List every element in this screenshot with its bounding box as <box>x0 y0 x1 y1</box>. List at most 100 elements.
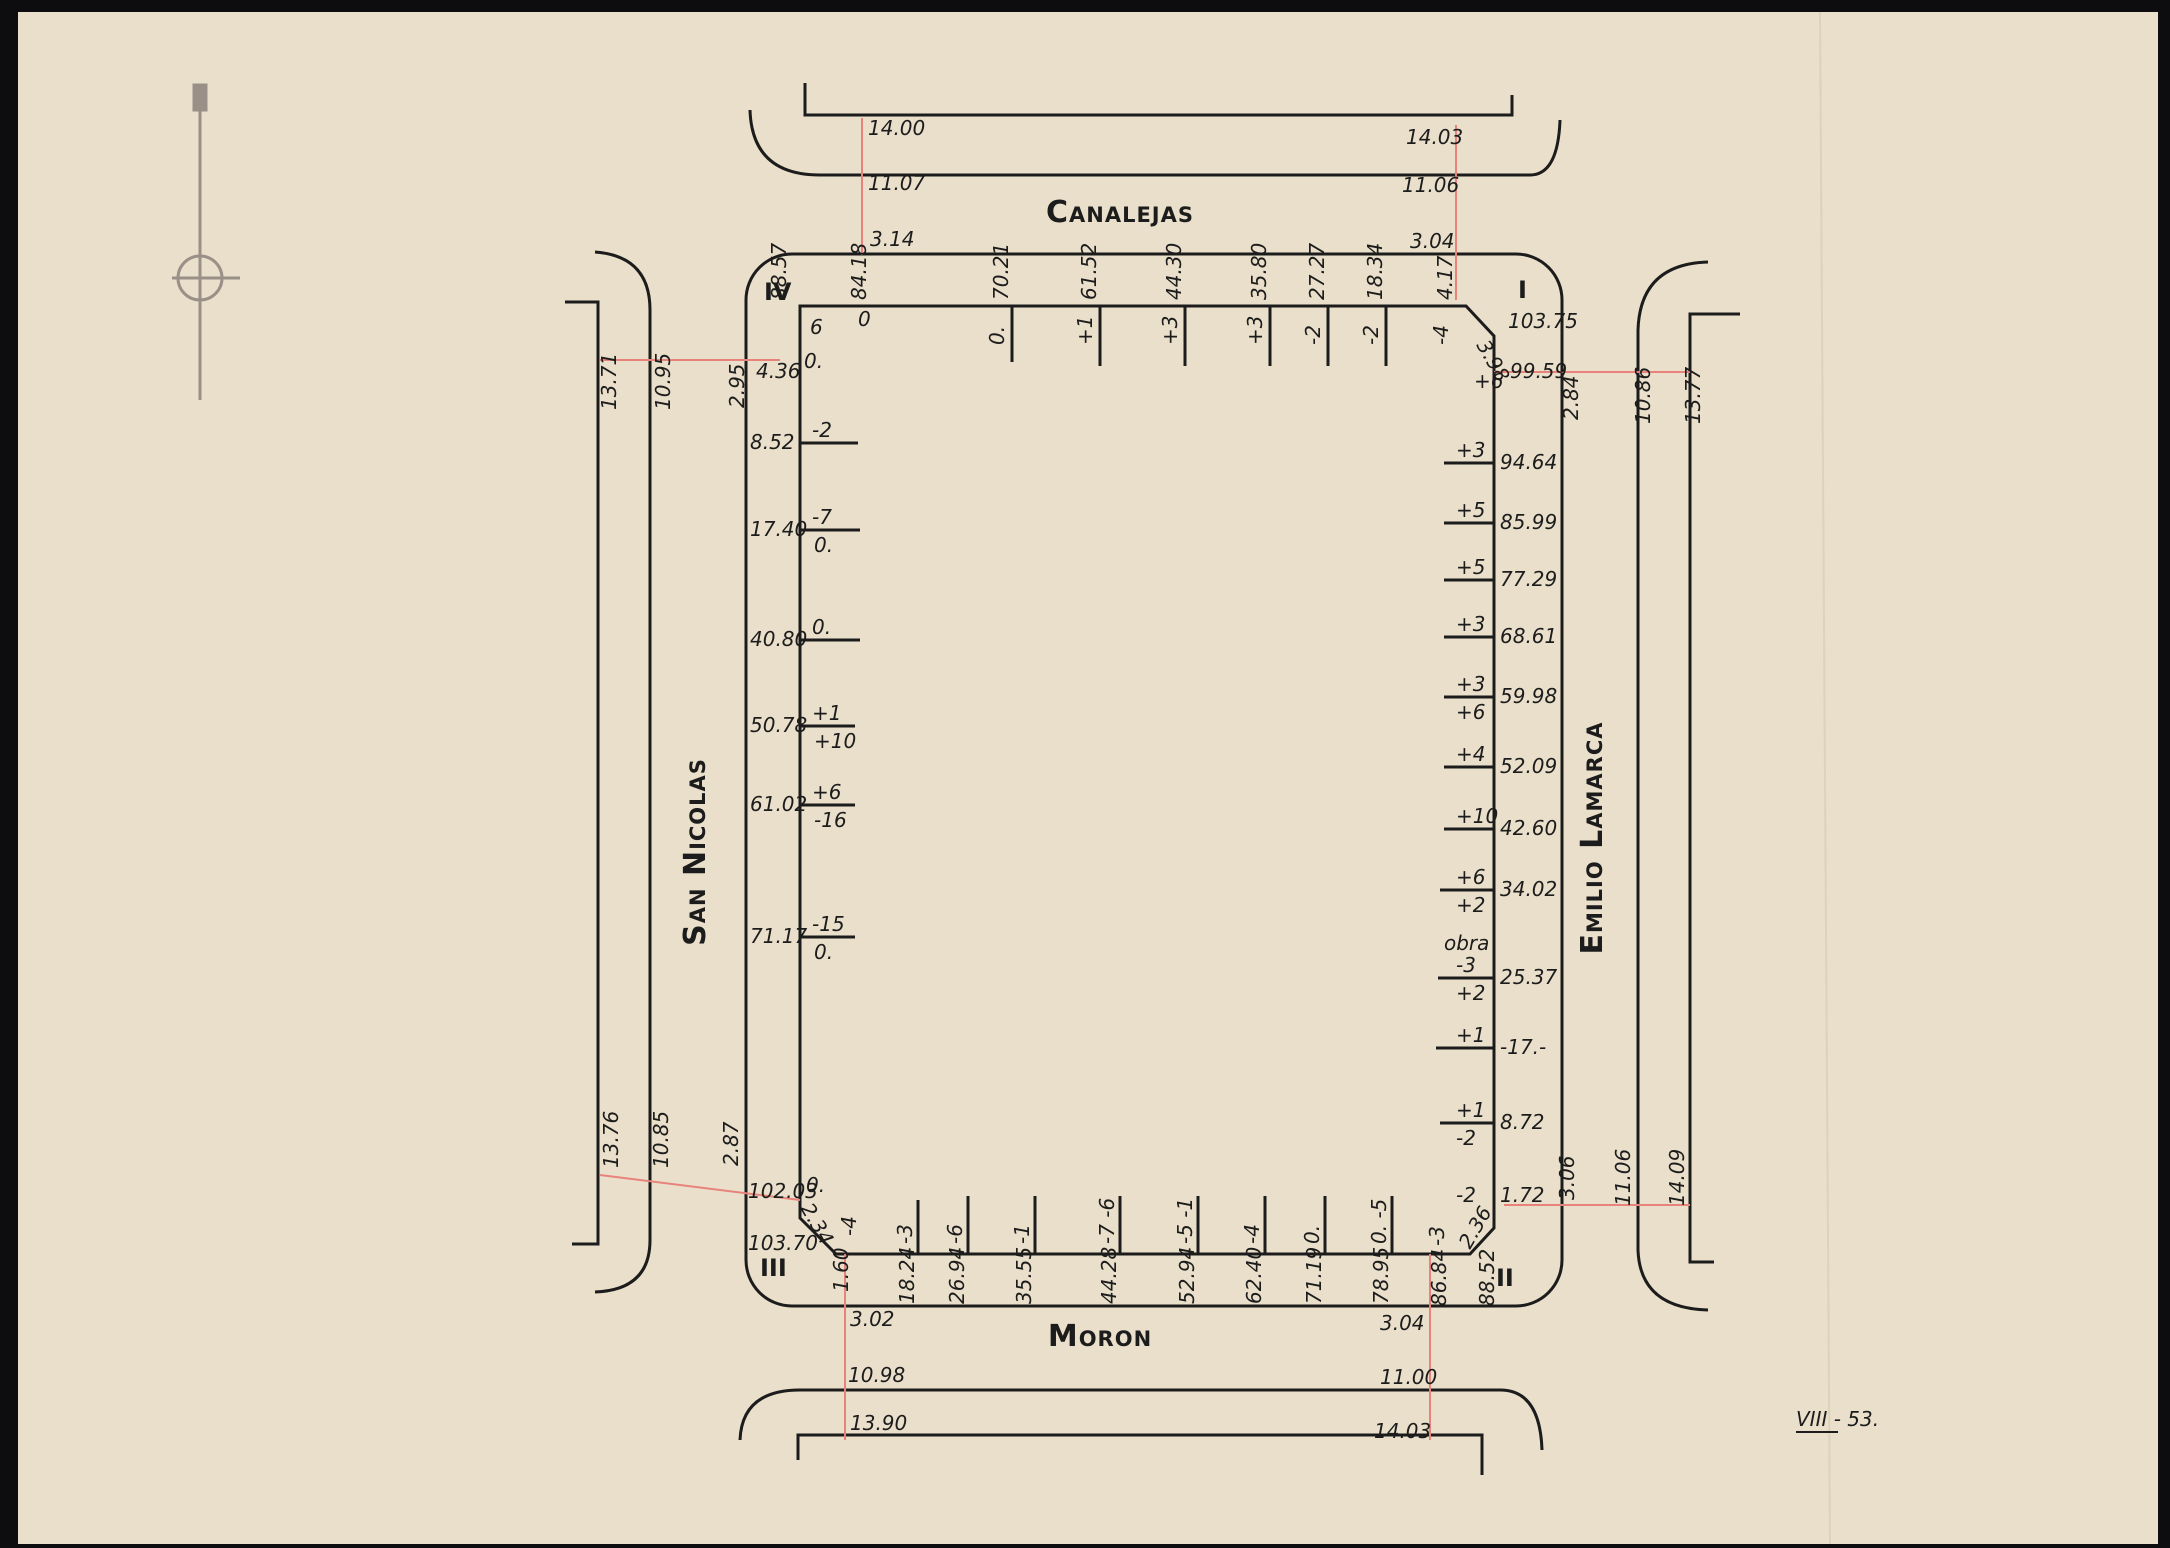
right-mark-value: +3 <box>1456 438 1485 462</box>
level-left-top-far: 13.71 <box>597 353 621 410</box>
bottom-corner-left-pos: 1.60 <box>829 1247 853 1292</box>
left-corner-mark: 6 <box>810 315 823 339</box>
right-mark-position: 34.02 <box>1500 877 1557 901</box>
right-mark-value-secondary: +2 <box>1456 981 1485 1005</box>
left-chamfer-top-mark: 0. <box>804 349 823 373</box>
right-mark-value-secondary: +6 <box>1456 700 1485 724</box>
right-mark-value: +5 <box>1456 498 1485 522</box>
top-mark-position: 61.52 <box>1077 243 1101 300</box>
right-chamfer-bottom-mark: -2 <box>1456 1183 1476 1207</box>
right-mark-value-secondary: +2 <box>1456 893 1485 917</box>
bottom-mark-position: 35.55 <box>1012 1247 1036 1304</box>
level-bottom-left-far: 13.90 <box>850 1411 907 1435</box>
level-right-bottom-near: 11.06 <box>1611 1149 1635 1206</box>
right-mark-position: 42.60 <box>1500 816 1557 840</box>
level-right-top-curb: 2.84 <box>1559 375 1583 420</box>
left-mark-position: 8.52 <box>750 430 795 454</box>
left-mark-value-secondary: -16 <box>814 808 847 832</box>
level-right-top-far: 13.77 <box>1681 366 1705 424</box>
top-mark-value: +1 <box>1073 316 1097 345</box>
left-mark-position: 71.17 <box>750 924 808 948</box>
street-bottom-curbs <box>738 1388 1544 1475</box>
top-chamfer-left: 84.18 <box>847 243 871 300</box>
level-top-left-far: 14.00 <box>868 116 925 140</box>
bottom-mark-position: 52.94 <box>1175 1247 1199 1304</box>
right-mark-position: 85.99 <box>1500 510 1557 534</box>
left-chamfer-bottom: 102.03 <box>748 1179 818 1203</box>
left-mark-position: 50.78 <box>750 713 807 737</box>
level-bottom-left-near: 10.98 <box>848 1363 905 1387</box>
bottom-mark-position: 78.95 <box>1369 1247 1393 1304</box>
street-left-curbs <box>565 250 652 1294</box>
right-mark-value-secondary: -2 <box>1456 1126 1476 1150</box>
top-mark-position: 4.17 <box>1433 255 1457 300</box>
paper <box>18 12 2158 1544</box>
left-mark-value: -7 <box>812 505 832 529</box>
top-mark-value: +3 <box>1243 316 1267 345</box>
level-top-left-curb: 3.14 <box>870 227 915 251</box>
level-right-bottom-far: 14.09 <box>1665 1149 1689 1206</box>
bottom-mark-value: -3 <box>893 1224 917 1244</box>
top-corner-left: 88.57 <box>767 242 791 300</box>
right-obra-note: obra <box>1444 931 1489 955</box>
left-mark-value: +1 <box>812 701 841 725</box>
level-bottom-right-curb: 3.04 <box>1380 1311 1425 1335</box>
bottom-mark-value: -6 <box>943 1224 967 1244</box>
left-mark-position: 61.02 <box>750 792 807 816</box>
bottom-corner-right: 88.52 <box>1475 1249 1499 1306</box>
left-corner-inner-mark: 0 <box>858 307 871 331</box>
bottom-mark-value: -4 <box>1240 1224 1264 1244</box>
right-mark-value: +1 <box>1456 1023 1485 1047</box>
top-mark-position: 18.34 <box>1363 243 1387 300</box>
right-mark-value: +3 <box>1456 612 1485 636</box>
street-name-right: Emilio Lamarca <box>1575 721 1610 954</box>
left-corner-bottom: 103.70 <box>748 1231 818 1255</box>
top-mark-position: 70.21 <box>989 243 1013 300</box>
right-corner-top: 103.75 <box>1508 309 1578 333</box>
left-ticks <box>800 441 860 939</box>
level-left-bottom-curb: 2.87 <box>719 1121 743 1166</box>
right-chamfer-top: 99.59 <box>1510 359 1567 383</box>
top-ticks <box>1010 306 1388 366</box>
right-chamfer-bottom: 1.72 <box>1500 1183 1545 1207</box>
left-mark-position: 40.80 <box>750 627 807 651</box>
bottom-mark-value: 0. <box>1300 1225 1324 1244</box>
right-mark-position: 25.37 <box>1500 965 1558 989</box>
left-mark-value: 0. <box>812 615 831 639</box>
level-top-right-near: 11.06 <box>1402 173 1459 197</box>
top-mark-value: -4 <box>1429 325 1453 345</box>
left-mark-value-secondary: 0. <box>814 533 833 557</box>
bottom-mark-position: 18.24 <box>895 1247 919 1304</box>
bottom-mark-value: -7 -6 <box>1095 1198 1119 1244</box>
bottom-chamfer-right-pos: 86.84 <box>1427 1249 1451 1306</box>
right-mark-position: -17.- <box>1500 1035 1546 1059</box>
corner-label-iii: III <box>760 1254 787 1282</box>
corner-label-ii: II <box>1496 1264 1514 1292</box>
level-top-left-near: 11.07 <box>868 171 926 195</box>
top-mark-value: -2 <box>1301 325 1325 345</box>
sheet-reference: VIII - 53. <box>1796 1407 1879 1431</box>
level-left-top-curb: 2.95 <box>725 363 749 408</box>
bottom-mark-value: -5 -1 <box>1173 1198 1197 1244</box>
bottom-chamfer-right-mark: -3 <box>1425 1226 1449 1246</box>
right-mark-value: +4 <box>1456 742 1485 766</box>
street-name-left: San Nicolas <box>678 758 713 946</box>
street-right-curbs <box>1636 260 1740 1312</box>
level-top-right-far: 14.03 <box>1406 125 1463 149</box>
top-mark-value: +3 <box>1158 316 1182 345</box>
right-ticks <box>1436 461 1494 1125</box>
top-mark-value: 0. <box>985 326 1009 345</box>
level-bottom-right-near: 11.00 <box>1380 1365 1437 1389</box>
level-top-right-curb: 3.04 <box>1410 229 1455 253</box>
right-mark-value: -3 <box>1456 953 1476 977</box>
top-mark-value: -2 <box>1359 325 1383 345</box>
bottom-mark-position: 26.94 <box>945 1247 969 1304</box>
right-mark-position: 52.09 <box>1500 754 1557 778</box>
bottom-mark-position: 71.19 <box>1302 1247 1326 1304</box>
right-mark-position: 59.98 <box>1500 684 1557 708</box>
right-mark-value: +6 <box>1456 865 1485 889</box>
bottom-chamfer-left-mark: -4 <box>837 1216 861 1236</box>
bottom-mark-position: 62.40 <box>1242 1247 1266 1304</box>
right-mark-position: 77.29 <box>1500 567 1557 591</box>
